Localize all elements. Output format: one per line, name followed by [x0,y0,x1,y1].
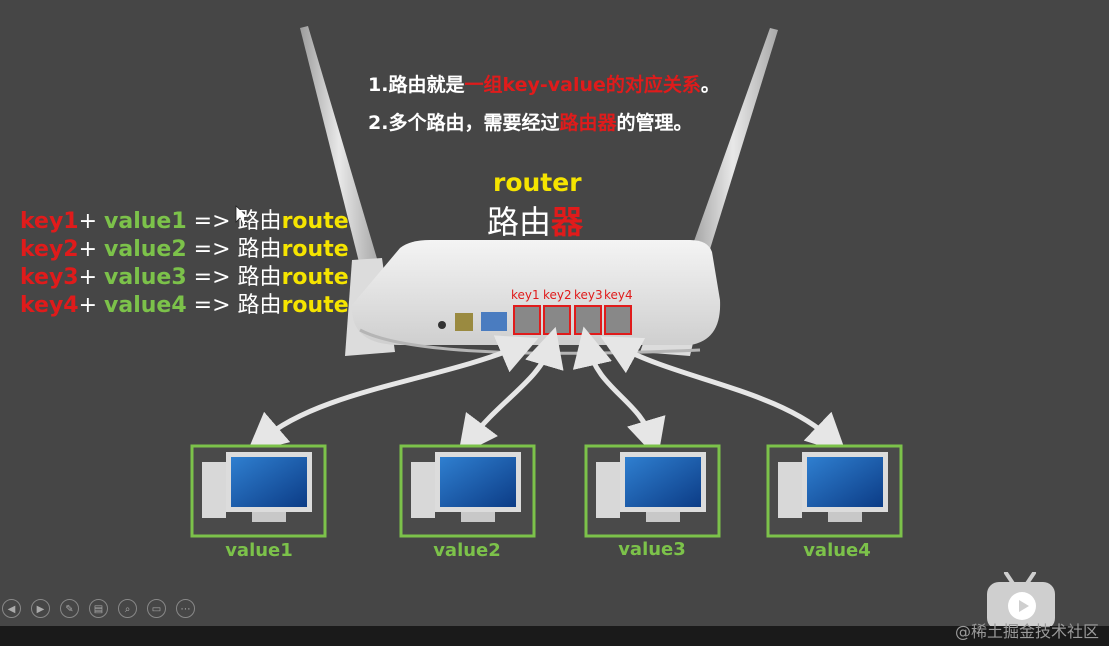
computer-label-3: value3 [618,539,686,560]
routing-arrows [246,326,847,460]
router-label-en: router [493,168,582,197]
antenna-left [300,26,378,266]
lan-port-1 [513,305,541,335]
port-key-label-2: key2 [543,288,572,302]
computer-3 [584,444,721,538]
next-icon[interactable]: ▶ [31,599,50,618]
computer-4 [766,444,903,538]
port-key-label-1: key1 [511,288,540,302]
note-line-1: 1.路由就是一组key-value的对应关系。 [368,74,720,96]
play-icon [1008,592,1036,620]
computer-label-2: value2 [433,540,501,561]
mapping-row: key4+ value4 => 路由route [20,293,349,318]
computer-1 [190,444,327,538]
screen-icon[interactable]: ▭ [147,599,166,618]
lan-port-3 [574,305,602,335]
slide-notes: 1.路由就是一组key-value的对应关系。 2.多个路由，需要经过路由器的管… [368,66,720,142]
key-value-list: key1+ value1 => 路由route key2+ value2 => … [20,208,349,320]
prev-icon[interactable]: ◀ [2,599,21,618]
wan-port [481,312,507,331]
watermark: @稀土掘金技术社区 [954,622,1099,641]
lan-port-2 [543,305,571,335]
mapping-row: key1+ value1 => 路由route [20,209,349,234]
port-key-label-4: key4 [604,288,633,302]
dc-port [455,313,473,331]
slides-icon[interactable]: ▤ [89,599,108,618]
pen-icon[interactable]: ✎ [60,599,79,618]
computer-label-1: value1 [225,540,293,561]
note-line-2: 2.多个路由，需要经过路由器的管理。 [368,112,693,134]
mapping-row: key3+ value3 => 路由route [20,265,349,290]
power-jack [438,321,446,329]
port-key-label-3: key3 [574,288,603,302]
mapping-row: key2+ value2 => 路由route [20,237,349,262]
cursor-icon [235,205,250,226]
lan-port-4 [604,305,632,335]
zoom-icon[interactable]: ⌕ [118,599,137,618]
bottom-bar [0,626,1109,646]
computer-label-4: value4 [803,540,871,561]
antenna-right [688,28,778,262]
computer-2 [399,444,536,538]
more-icon[interactable]: ⋯ [176,599,195,618]
router-label-zh: 路由器 [487,203,584,241]
